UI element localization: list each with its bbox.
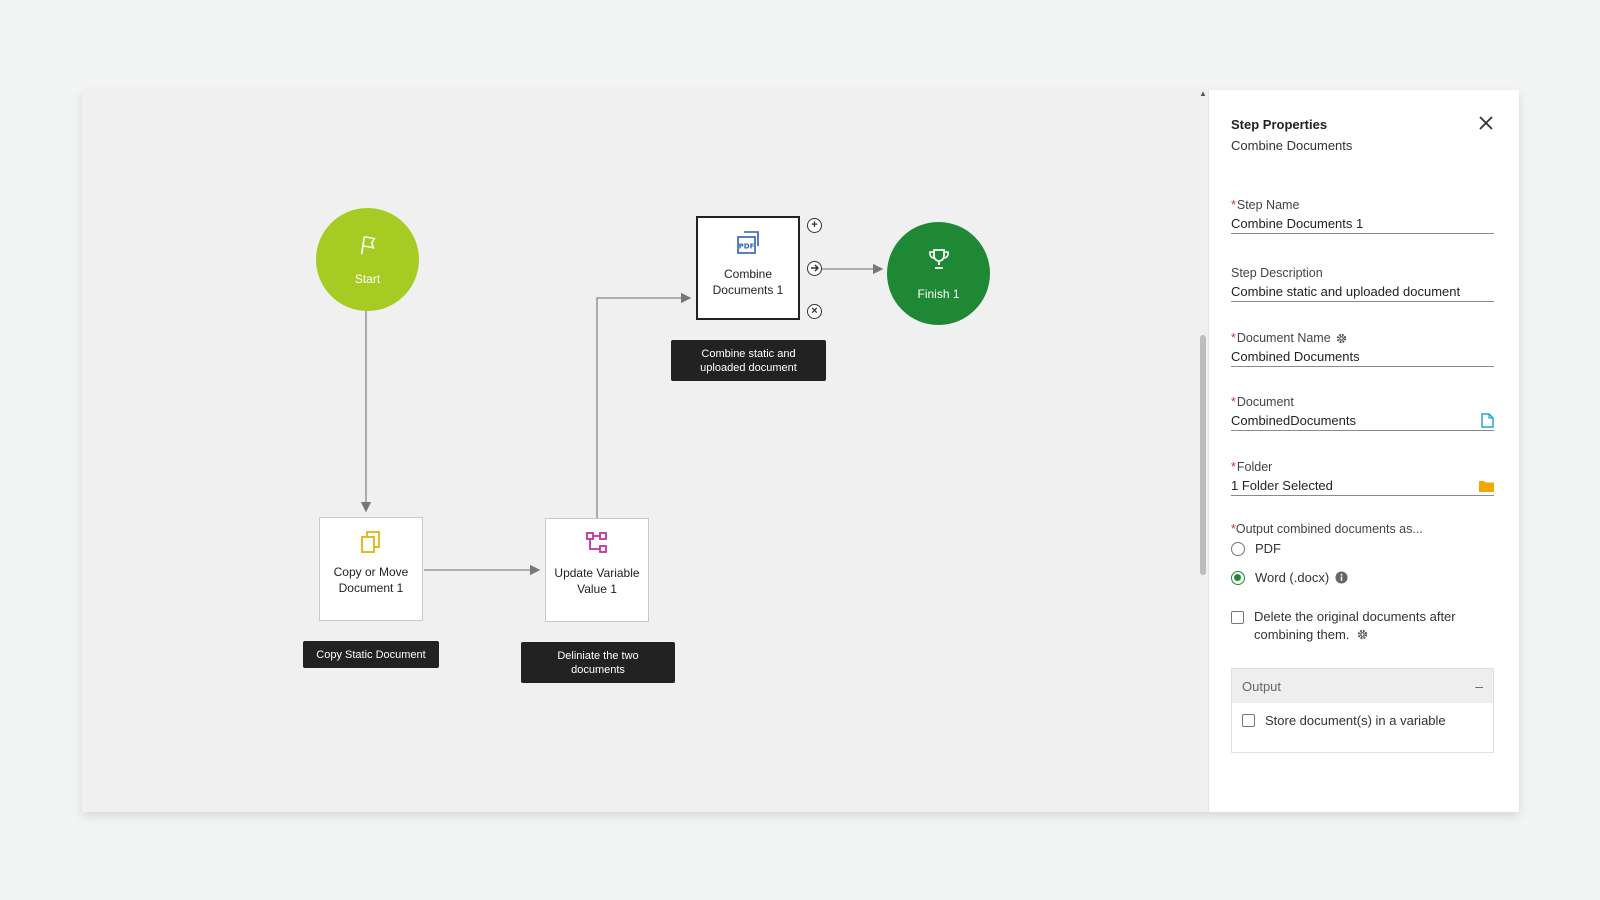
- document-name-label: Document Name: [1236, 331, 1331, 345]
- gear-icon[interactable]: [1356, 628, 1369, 641]
- panel-subtitle: Combine Documents: [1231, 138, 1353, 153]
- step-description-label: Step Description: [1231, 266, 1323, 280]
- start-node[interactable]: Start: [316, 208, 419, 311]
- info-icon[interactable]: [1335, 571, 1348, 584]
- pdf-radio[interactable]: [1231, 541, 1245, 556]
- copy-node-description-tag: Copy Static Document: [303, 641, 439, 668]
- document-label: Document: [1236, 395, 1294, 409]
- finish-node[interactable]: Finish 1: [887, 222, 990, 325]
- error-branch-button[interactable]: ×: [807, 304, 822, 319]
- trophy-icon: [928, 248, 949, 269]
- collapse-icon[interactable]: –: [1475, 678, 1483, 694]
- add-branch-button[interactable]: +: [807, 218, 822, 233]
- step-name-field[interactable]: *Step Name Combine Documents 1: [1231, 198, 1494, 234]
- output-section: Output – Store document(s) in a variable: [1231, 668, 1494, 753]
- store-variable-option[interactable]: Store document(s) in a variable: [1232, 703, 1493, 738]
- folder-icon[interactable]: [1479, 480, 1494, 492]
- word-radio[interactable]: [1231, 570, 1245, 585]
- combine-node-label: Combine Documents 1: [712, 267, 784, 297]
- folder-field[interactable]: *Folder 1 Folder Selected: [1231, 460, 1494, 496]
- connector-update-combine: [596, 292, 692, 518]
- output-as-label: *Output combined documents as...: [1231, 522, 1423, 536]
- document-name-field[interactable]: *Document Name Combined Documents: [1231, 331, 1494, 367]
- folder-value[interactable]: 1 Folder Selected: [1231, 478, 1333, 493]
- output-word-option[interactable]: Word (.docx): [1231, 570, 1348, 585]
- output-pdf-option[interactable]: PDF: [1231, 541, 1281, 556]
- connector-lines: [360, 263, 884, 576]
- workflow-designer: Start Copy or Move Document 1 Update Var…: [82, 90, 1519, 812]
- output-section-header[interactable]: Output –: [1232, 669, 1493, 703]
- delete-original-checkbox[interactable]: [1231, 611, 1244, 624]
- finish-label: Finish 1: [917, 286, 960, 301]
- arrow-right-icon: [810, 264, 819, 272]
- start-label: Start: [354, 271, 381, 286]
- pdf-radio-label: PDF: [1255, 541, 1281, 556]
- store-variable-label: Store document(s) in a variable: [1265, 713, 1446, 728]
- workflow-canvas[interactable]: Start Copy or Move Document 1 Update Var…: [82, 90, 1198, 812]
- word-radio-label: Word (.docx): [1255, 570, 1330, 585]
- update-node-description-tag: Deliniate the two documents: [521, 642, 675, 683]
- step-description-field[interactable]: Step Description Combine static and uplo…: [1231, 266, 1494, 302]
- store-variable-checkbox[interactable]: [1242, 714, 1255, 727]
- scroll-thumb[interactable]: [1200, 335, 1206, 575]
- step-properties-panel: Step Properties Combine Documents *Step …: [1208, 90, 1519, 812]
- copy-icon: [361, 531, 380, 553]
- panel-title: Step Properties: [1231, 117, 1328, 132]
- output-section-title: Output: [1242, 678, 1282, 694]
- document-picker-icon[interactable]: [1481, 413, 1494, 428]
- step-description-value[interactable]: Combine static and uploaded document: [1231, 284, 1461, 299]
- flag-icon: [360, 235, 376, 254]
- copy-node-label: Copy or Move Document 1: [333, 565, 409, 595]
- variable-icon: [586, 532, 607, 553]
- delete-original-label: Delete the original documents after comb…: [1254, 609, 1456, 642]
- step-name-value[interactable]: Combine Documents 1: [1231, 216, 1364, 231]
- document-value[interactable]: CombinedDocuments: [1231, 413, 1357, 428]
- combine-documents-node[interactable]: PDF Combine Documents 1: [696, 216, 800, 320]
- svg-text:PDF: PDF: [739, 243, 755, 251]
- document-name-value[interactable]: Combined Documents: [1231, 349, 1360, 364]
- copy-move-document-node[interactable]: Copy or Move Document 1: [319, 517, 423, 621]
- scroll-up-icon[interactable]: ▲: [1199, 90, 1207, 98]
- combine-node-description-tag: Combine static and uploaded document: [671, 340, 826, 381]
- next-step-button[interactable]: [807, 261, 822, 276]
- update-variable-node[interactable]: Update Variable Value 1: [545, 518, 649, 622]
- close-icon[interactable]: [1477, 114, 1495, 132]
- gear-icon[interactable]: [1335, 332, 1348, 345]
- pdf-icon: PDF: [737, 231, 759, 254]
- document-field[interactable]: *Document CombinedDocuments: [1231, 395, 1494, 431]
- update-node-label: Update Variable Value 1: [554, 566, 640, 596]
- delete-original-option[interactable]: Delete the original documents after comb…: [1231, 608, 1494, 644]
- step-name-label: Step Name: [1236, 198, 1300, 212]
- panel-scrollbar[interactable]: ▲: [1198, 90, 1208, 812]
- folder-label: Folder: [1236, 460, 1273, 474]
